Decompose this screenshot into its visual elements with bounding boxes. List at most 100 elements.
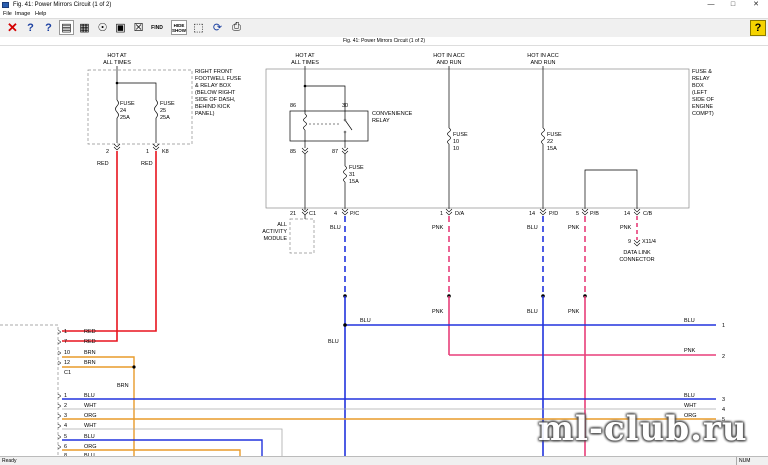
brn-wire-1 (62, 356, 135, 456)
blu-horizontal-right-label: BLU (684, 318, 695, 324)
conn-14b-label: 14 (624, 211, 630, 217)
wire-num-1: 1 (722, 323, 725, 329)
maximize-button[interactable]: □ (730, 1, 736, 8)
conn-1-label: 1 (440, 211, 443, 217)
toolbar: ✕ ? ? ▤ ▦ ☉ ▣ ☒ FIND HIDE SHOW ⬚ ⟳ ⎙ ? (0, 18, 768, 39)
status-bar: Ready NUM (0, 456, 768, 465)
status-num: NUM (736, 457, 768, 465)
org-right-label: ORG (684, 413, 697, 419)
minimize-button[interactable]: — (707, 1, 715, 8)
diagram-title: Fig. 41: Power Mirrors Circuit (1 of 2) (0, 37, 768, 46)
toolbar-icon-8[interactable]: ☒ (133, 22, 144, 34)
lc-color-9: WHT (84, 423, 97, 429)
lc-pin-8: 3 (64, 413, 67, 419)
conn-c1-label: C1 (309, 211, 316, 217)
wire-num-4: 4 (722, 407, 725, 413)
window-title: Fig. 41: Power Mirrors Circuit (1 of 2) (13, 2, 112, 8)
relay-86-label: 86 (290, 103, 296, 109)
lc-pin-6: 1 (64, 393, 67, 399)
print-icon[interactable]: ⎙ (232, 21, 241, 33)
refresh-icon[interactable]: ⟳ (212, 22, 223, 34)
close-red-x-icon[interactable]: ✕ (7, 19, 18, 35)
conn-4-label: 4 (334, 211, 337, 217)
data-link-9-label: 9 (628, 239, 631, 245)
brn-mid-label: BRN (117, 383, 129, 389)
lc-pin-9: 4 (64, 423, 67, 429)
relay-30-label: 30 (342, 103, 348, 109)
wht-right-label: WHT (684, 403, 697, 409)
pnk-right-label: PNK (684, 348, 696, 354)
right-front-fuse-box (87, 69, 193, 145)
conn-cb-label: C/B (643, 211, 653, 217)
red-wire-label-a: RED (97, 161, 109, 167)
menu-file[interactable]: File (3, 11, 12, 17)
menu-image[interactable]: Image (15, 11, 31, 17)
blu-wire-label-4: BLU (328, 339, 339, 345)
lc-color-1: RED (84, 329, 96, 335)
blu-wire-label-3: BLU (527, 309, 538, 315)
diagram-view-icon[interactable]: ▤ (59, 20, 74, 35)
help-icon[interactable]: ? (750, 20, 766, 36)
red-wire-label-b: RED (141, 161, 153, 167)
pnk-wire-label-3: PNK (620, 225, 632, 231)
conn-pc-label: P/C (350, 211, 359, 217)
close-window-button[interactable]: ✕ (753, 1, 759, 8)
blu-wire-row-7 (62, 439, 263, 456)
lc-pin-3: 10 (64, 350, 70, 356)
lc-pin-7: 2 (64, 403, 67, 409)
conn-da-label: D/A (455, 211, 465, 217)
pin-2-label: 2 (106, 149, 109, 155)
lc-color-6: BLU (84, 393, 95, 399)
lc-color-4: BRN (84, 360, 96, 366)
menu-help[interactable]: Help (35, 11, 47, 17)
toolbar-icon-7[interactable]: ▣ (115, 22, 126, 34)
wht-wire-row-6 (62, 428, 283, 456)
toolbar-icon-6[interactable]: ☉ (97, 22, 108, 34)
fuse-relay-box-left-engine (265, 68, 690, 209)
wire-num-5: 5 (722, 417, 725, 423)
org-wire-row-8 (62, 449, 241, 456)
toolbar-icon-11[interactable]: ⬚ (193, 22, 204, 34)
blu-horizontal-label: BLU (360, 318, 371, 324)
pnk-wire-label-4: PNK (432, 309, 444, 315)
menu-bar: File Image Help (0, 10, 768, 18)
lc-color-10: BLU (84, 434, 95, 440)
hide-show-icon[interactable]: HIDE SHOW (171, 20, 187, 35)
conn-14a-label: 14 (529, 211, 535, 217)
pnk-wire-label-2: PNK (568, 225, 580, 231)
lc-color-8: ORG (84, 413, 97, 419)
red-wire-1 (62, 151, 118, 342)
wire-num-3: 3 (722, 397, 725, 403)
all-activity-module (289, 218, 315, 254)
lc-pin-1: 1 (64, 329, 67, 335)
connector-row: 21 C1 4 P/C 1 D/A 14 P/D 5 P/B 14 C/B (290, 211, 653, 217)
status-ready: Ready (2, 458, 17, 464)
what-is-help-icon[interactable]: ? (27, 21, 34, 34)
lc-pin-5: C1 (64, 370, 71, 376)
blu-wire-label-1: BLU (330, 225, 341, 231)
app-icon (2, 2, 9, 8)
watermark: ml-club.ru (538, 409, 748, 449)
lc-pin-11: 6 (64, 444, 67, 450)
k8-label: K8 (162, 149, 169, 155)
toolbar-icon-5[interactable]: ▦ (79, 22, 90, 34)
help-arrow-icon[interactable]: ? (45, 21, 52, 34)
lc-color-2: RED (84, 339, 96, 345)
left-connector-rows: 1 RED 7 RED 10 BRN 12 BRN C1 1 BLU 2 WHT… (64, 329, 97, 459)
red-wire-2 (62, 151, 157, 332)
pnk-wire-label-5: PNK (568, 309, 580, 315)
convenience-relay (289, 110, 369, 142)
lc-color-7: WHT (84, 403, 97, 409)
relay-85-label: 85 (290, 149, 296, 155)
fuse-relay-box-label: FUSE & RELAY BOX (LEFT SIDE OF ENGINE CO… (692, 69, 716, 117)
find-icon[interactable]: FIND (151, 24, 163, 31)
relay-87-label: 87 (332, 149, 338, 155)
